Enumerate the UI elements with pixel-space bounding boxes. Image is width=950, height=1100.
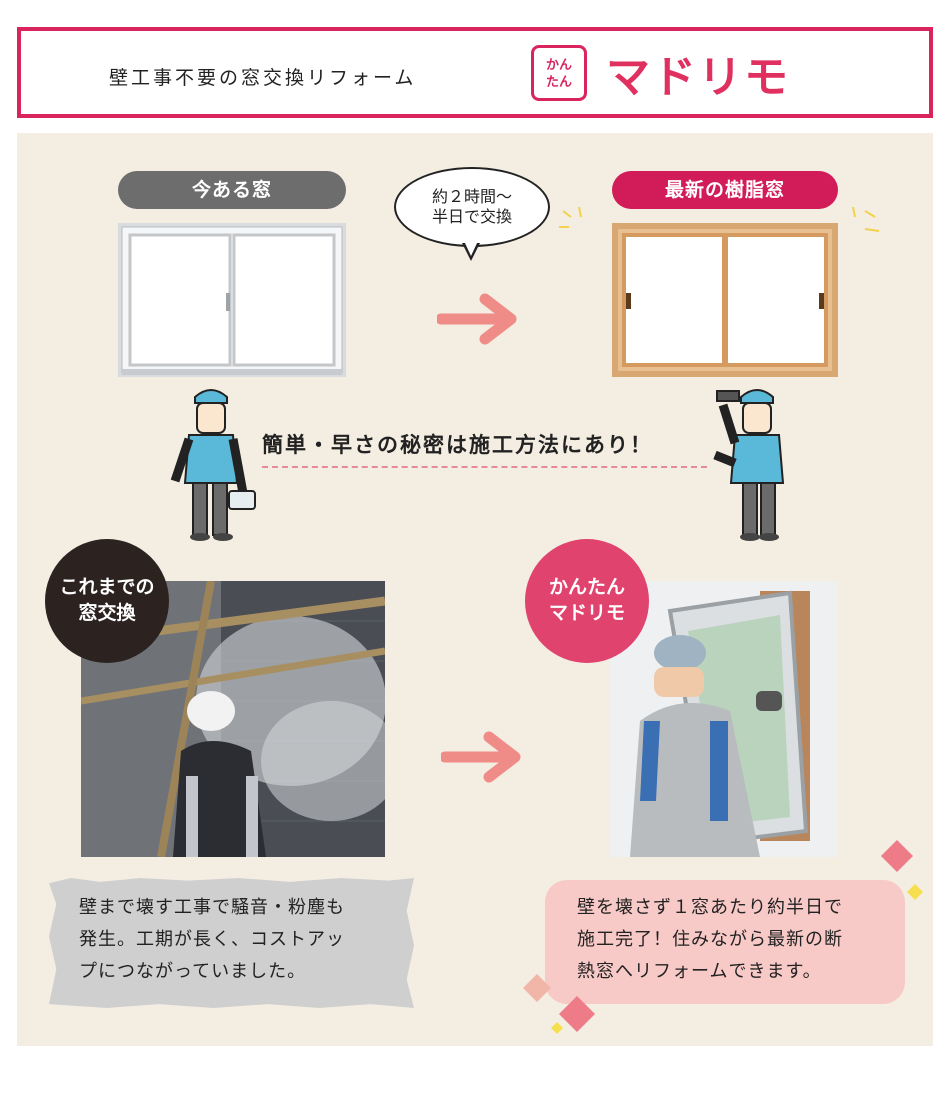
speech-bubble: 約２時間〜 半日で交換 — [394, 167, 550, 247]
old-method-circle-line1: これまでの — [59, 576, 155, 598]
diamond-sparkle-icon — [523, 974, 595, 1034]
new-method-circle-line2: マドリモ — [548, 602, 625, 624]
sparkle-icon — [559, 206, 582, 228]
old-method-circle-line2: 窓交換 — [78, 602, 136, 624]
header-tagline: 壁工事不要の窓交換リフォーム — [109, 67, 417, 89]
old-method-description: 壁まで壊す工事で騒音・粉塵も 発生。工期が長く、コストアッ プにつながっていまし… — [49, 878, 414, 1008]
arrow-right-icon — [437, 293, 517, 345]
bubble-line2: 半日で交換 — [431, 207, 512, 226]
worker-with-drill-illustration — [713, 389, 785, 541]
dashed-underline — [262, 466, 707, 468]
old-desc-line1: 壁まで壊す工事で騒音・粉塵も — [79, 897, 345, 918]
header-banner: 壁工事不要の窓交換リフォーム かん たん マドリモ — [17, 27, 933, 118]
after-label: 最新の樹脂窓 — [612, 171, 838, 209]
old-desc-line2: 発生。工期が長く、コストアッ — [79, 929, 345, 950]
new-method-photo — [610, 581, 838, 857]
old-aluminum-window — [118, 223, 346, 377]
before-label: 今ある窓 — [118, 171, 346, 209]
logo-badge-line2: たん — [545, 75, 572, 90]
new-method-circle: かんたん マドリモ — [525, 539, 649, 663]
new-desc-line1: 壁を壊さず１窓あたり約半日で — [577, 897, 843, 918]
catchphrase: 簡単・早さの秘密は施工方法にあり！ — [262, 433, 653, 457]
sparkle-icon — [852, 206, 880, 232]
logo-badge-line1: かん — [545, 58, 572, 73]
new-desc-line3: 熱窓へリフォームできます。 — [577, 961, 822, 982]
new-method-circle-line1: かんたん — [548, 576, 625, 598]
logo-badge: かん たん — [531, 45, 587, 101]
worker-with-toolbox-illustration — [170, 389, 256, 541]
main-panel: 今ある窓 最新の樹脂窓 約２時間〜 半日で交換 — [17, 133, 933, 1046]
logo-text: マドリモ — [606, 52, 790, 103]
new-resin-window — [612, 223, 838, 377]
new-desc-line2: 施工完了！住みながら最新の断 — [577, 929, 843, 950]
old-desc-line3: プにつながっていました。 — [79, 961, 307, 982]
speech-bubble-tail — [462, 241, 480, 261]
old-method-circle: これまでの 窓交換 — [45, 539, 169, 663]
diamond-sparkle-icon — [881, 840, 923, 900]
new-method-description: 壁を壊さず１窓あたり約半日で 施工完了！住みながら最新の断 熱窓へリフォームでき… — [545, 880, 905, 1004]
arrow-right-icon — [441, 731, 521, 783]
bubble-line1: 約２時間〜 — [431, 187, 512, 206]
